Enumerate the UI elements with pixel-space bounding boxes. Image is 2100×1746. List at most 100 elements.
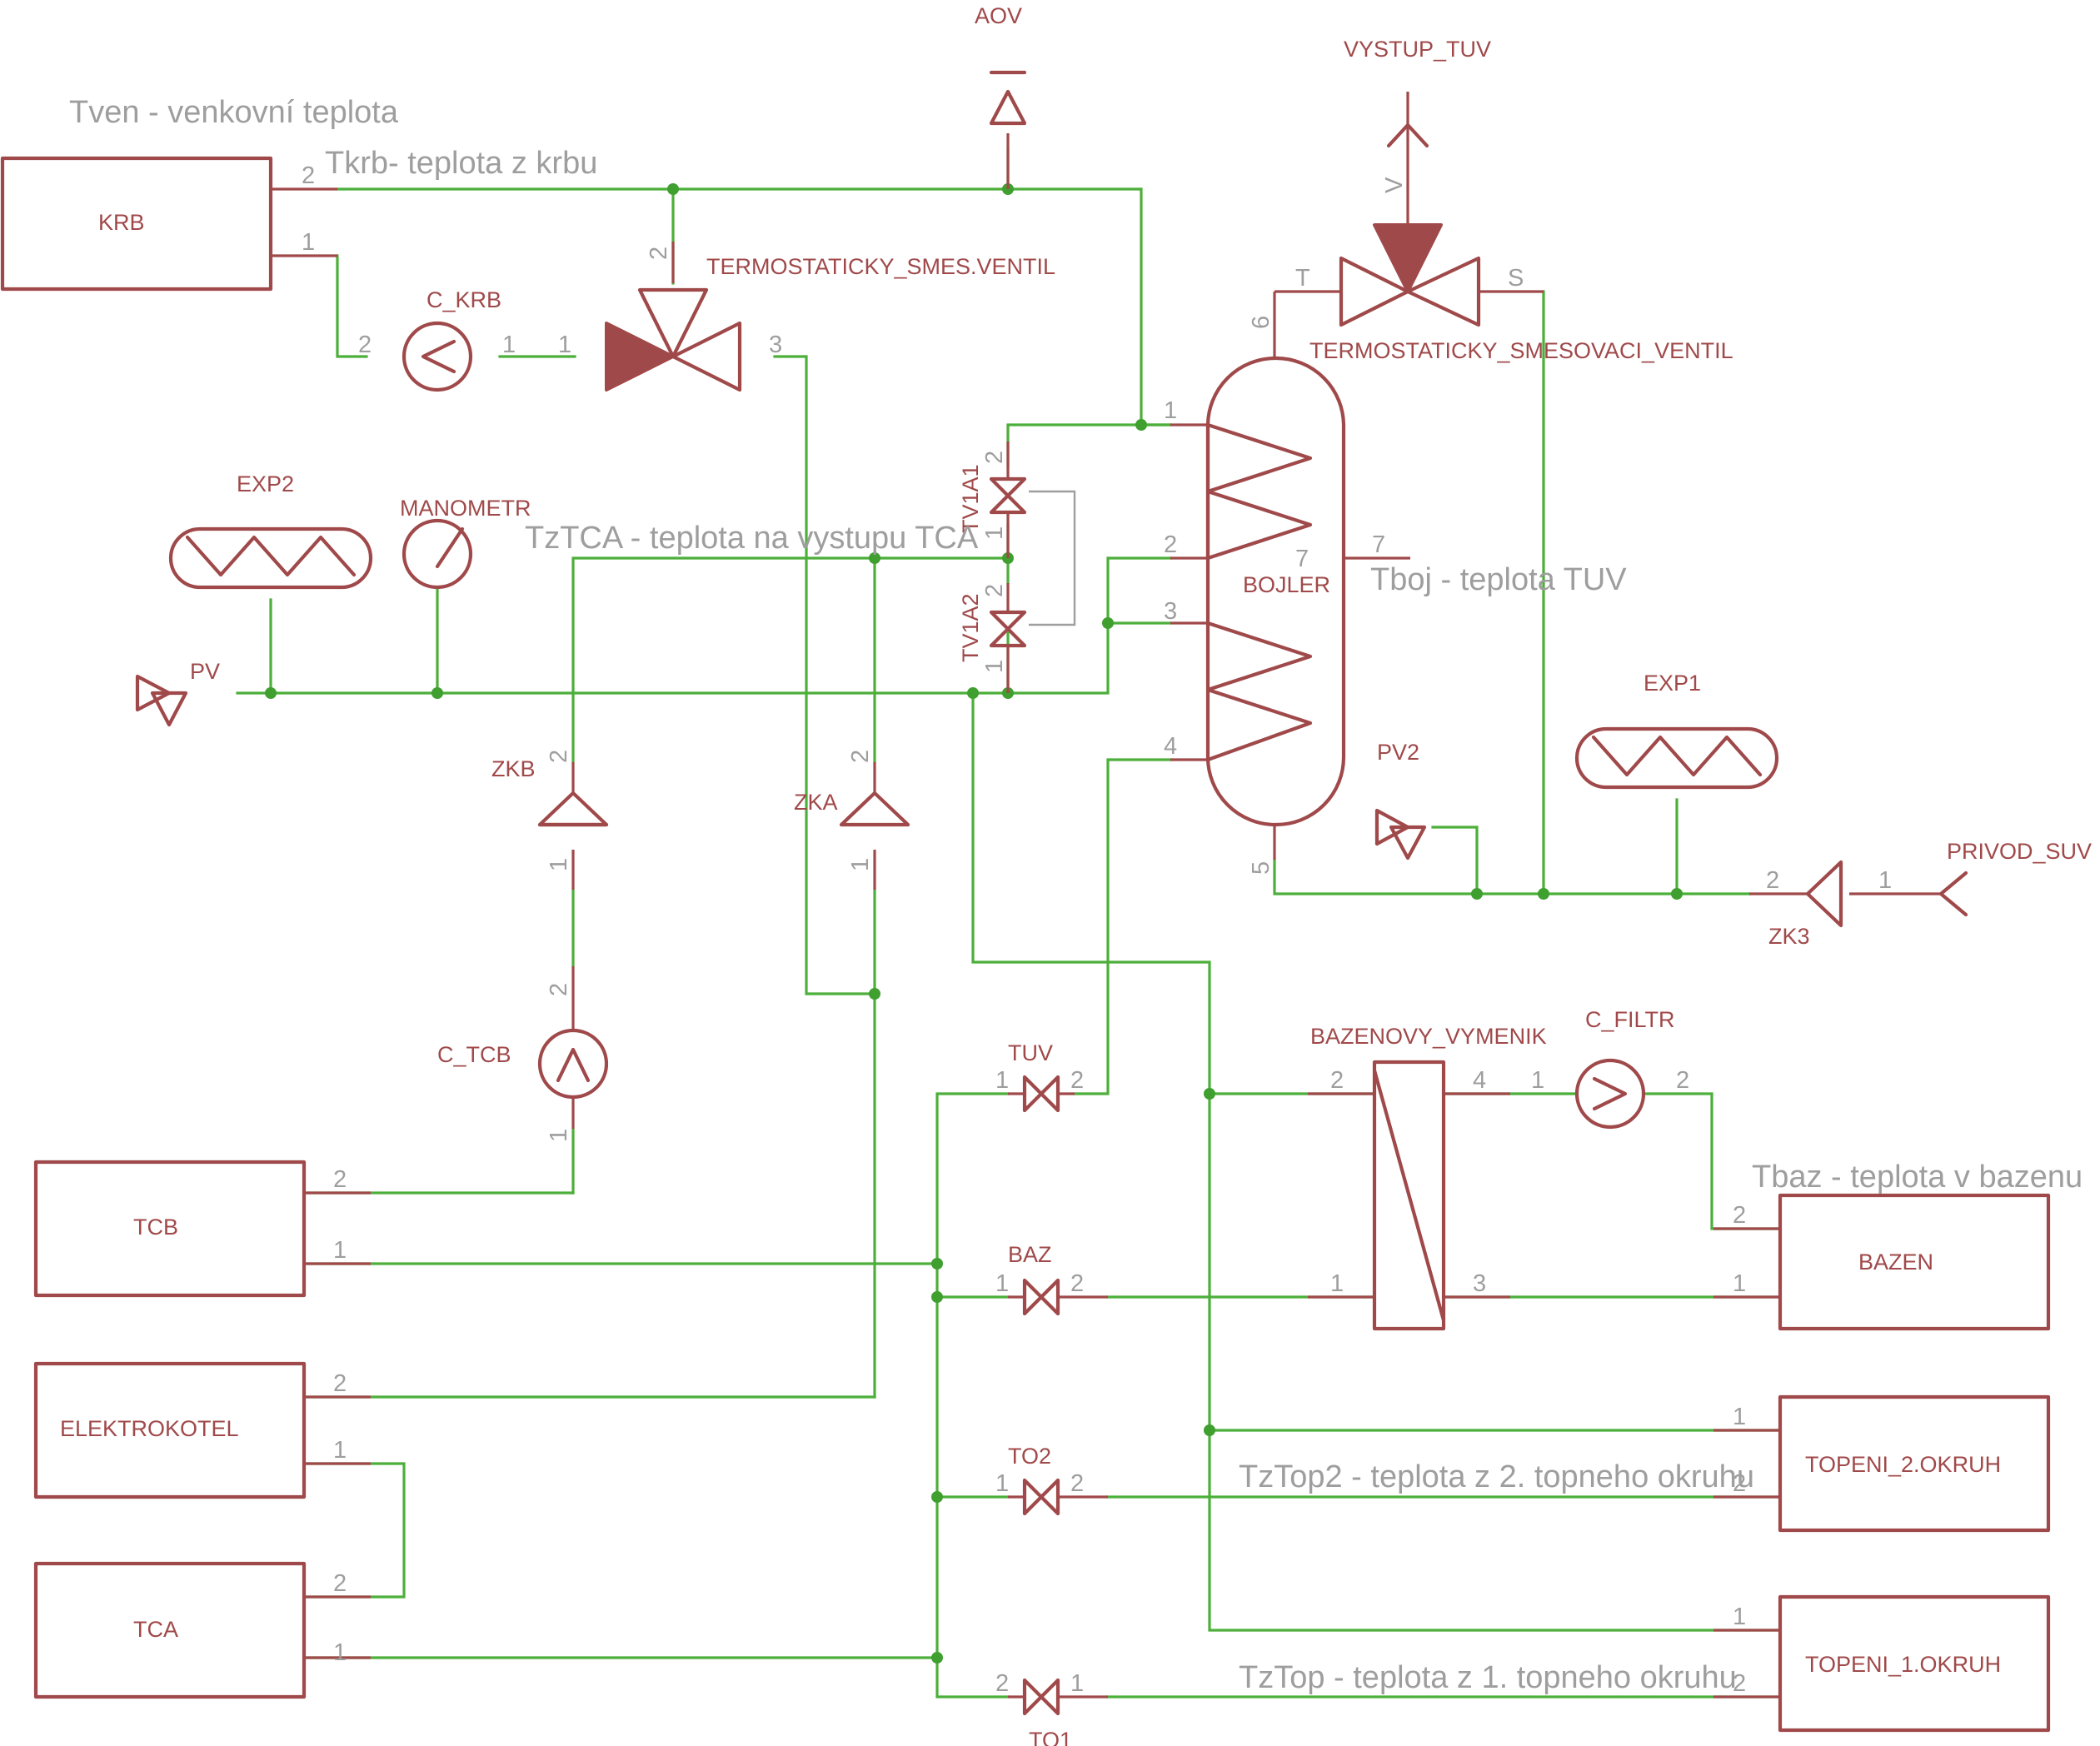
svg-text:1: 1 [558,332,571,358]
svg-text:2: 2 [546,750,572,763]
baz-label: BAZ [1008,1242,1052,1267]
svg-text:1: 1 [981,660,1008,673]
to2-valve[interactable] [1008,1478,1108,1516]
c-tcb-label: C_TCB [437,1042,511,1067]
svg-text:2: 2 [981,584,1008,597]
aov-label: AOV [975,3,1022,28]
svg-text:5: 5 [1248,861,1274,875]
svg-text:1: 1 [1330,1270,1344,1297]
svg-text:2: 2 [1733,1202,1746,1229]
tv1a1-valve[interactable] [989,476,1027,515]
zka-check-valve[interactable] [839,791,910,827]
tboj-note: Tboj - teplota TUV [1370,562,1627,597]
svg-text:T: T [1295,265,1310,292]
svg-text:1: 1 [1733,1604,1746,1630]
svg-text:1: 1 [995,1270,1009,1297]
tv1a2-label: TV1A2 [958,593,983,662]
svg-text:2: 2 [1164,531,1177,558]
pv2-label: PV2 [1377,740,1419,765]
svg-text:2: 2 [646,247,672,260]
svg-text:V: V [1381,177,1408,193]
c-filtr-label: C_FILTR [1585,1007,1675,1032]
tcb-box[interactable] [33,1160,307,1298]
tuv-valve[interactable] [1008,1075,1075,1113]
privod-suv-label: PRIVOD_SUV [1947,839,2092,864]
zk3-label: ZK3 [1768,924,1810,949]
topeni1-box[interactable] [1778,1594,2051,1733]
svg-text:1: 1 [981,526,1008,540]
device-labels: KRB TCB ELEKTROKOTEL TCA BAZEN TOPENI_2.… [60,3,2092,1746]
baz-valve[interactable] [1008,1278,1108,1316]
termostaticky-smes-label: TERMOSTATICKY_SMES.VENTIL [706,254,1055,279]
topeni1-label: TOPENI_1.OKRUH [1805,1652,2001,1677]
bazen-label: BAZEN [1858,1250,1933,1275]
svg-text:2: 2 [1676,1067,1689,1094]
tuv-label: TUV [1008,1040,1053,1065]
elektrokotel-box[interactable] [33,1361,307,1499]
svg-text:2: 2 [995,1670,1009,1697]
svg-text:2: 2 [546,983,572,996]
pin-numbers: 2 1 2 1 1 3 2 2 1 2 1 2 1 2 1 2 1 2 1 2 … [302,162,1892,1697]
krb-label: KRB [98,210,145,235]
tca-box[interactable] [33,1561,307,1699]
svg-text:1: 1 [333,1639,347,1666]
tztop2-note: TzTop2 - teplota z 2. topneho okruhu [1239,1459,1754,1494]
bazenovy-vymenik-exchanger[interactable] [1372,1060,1446,1331]
svg-text:2: 2 [1733,1470,1746,1497]
elektrokotel-label: ELEKTROKOTEL [60,1416,239,1441]
svg-text:2: 2 [1766,867,1779,894]
svg-text:1: 1 [995,1470,1009,1497]
privod-suv-arrow [1938,871,1968,917]
svg-text:3: 3 [1473,1270,1486,1297]
svg-text:1: 1 [1164,397,1177,424]
tztca-note: TzTCA - teplota na vystupu TCA [525,521,979,556]
bazen-box[interactable] [1778,1193,2051,1331]
pv-valve[interactable] [135,674,188,727]
zkb-label: ZKB [491,756,536,781]
c-krb-pump[interactable] [402,321,473,392]
svg-text:2: 2 [333,1166,347,1193]
svg-text:2: 2 [302,162,315,189]
manometr-label: MANOMETR [400,496,531,521]
svg-text:3: 3 [1164,598,1177,625]
exp2-vessel [168,526,373,590]
c-tcb-pump[interactable] [537,1028,609,1100]
aov-symbol [989,70,1027,126]
bojler-label: BOJLER [1243,572,1330,597]
svg-text:1: 1 [1531,1067,1544,1094]
svg-text:4: 4 [1164,733,1177,760]
zkb-check-valve[interactable] [537,791,609,827]
svg-text:1: 1 [1733,1404,1746,1430]
zk3-check-valve[interactable] [1805,860,1843,928]
to1-valve[interactable] [1008,1678,1108,1716]
topeni2-box[interactable] [1778,1394,2051,1533]
svg-text:2: 2 [1070,1067,1084,1094]
exp1-label: EXP1 [1644,671,1701,696]
svg-text:7: 7 [1372,531,1385,558]
tv1a2-valve[interactable] [989,610,1027,648]
svg-text:2: 2 [358,332,372,358]
pv2-valve[interactable] [1374,808,1427,861]
krb-box[interactable] [0,156,273,292]
exp1-vessel [1574,726,1779,790]
pv-label: PV [190,659,220,684]
svg-text:2: 2 [1070,1270,1084,1297]
svg-text:2: 2 [1733,1670,1746,1697]
svg-text:S: S [1508,265,1524,292]
vystup-tuv-arrow [1386,122,1429,148]
c-filtr-pump[interactable] [1574,1058,1646,1130]
svg-text:2: 2 [333,1570,347,1597]
svg-text:1: 1 [847,858,874,871]
svg-text:2: 2 [1070,1470,1084,1497]
svg-text:1: 1 [1878,867,1892,894]
termostaticky-smes-ventil-symbol[interactable] [605,287,742,392]
svg-text:2: 2 [333,1370,347,1397]
svg-text:3: 3 [769,332,782,358]
bojler-tank[interactable] [1205,356,1346,827]
svg-text:1: 1 [502,332,516,358]
svg-text:2: 2 [1330,1067,1344,1094]
manometr-gauge [402,518,473,590]
termostaticky-smesovaci-ventil-symbol[interactable] [1339,223,1481,327]
svg-text:1: 1 [333,1437,347,1464]
